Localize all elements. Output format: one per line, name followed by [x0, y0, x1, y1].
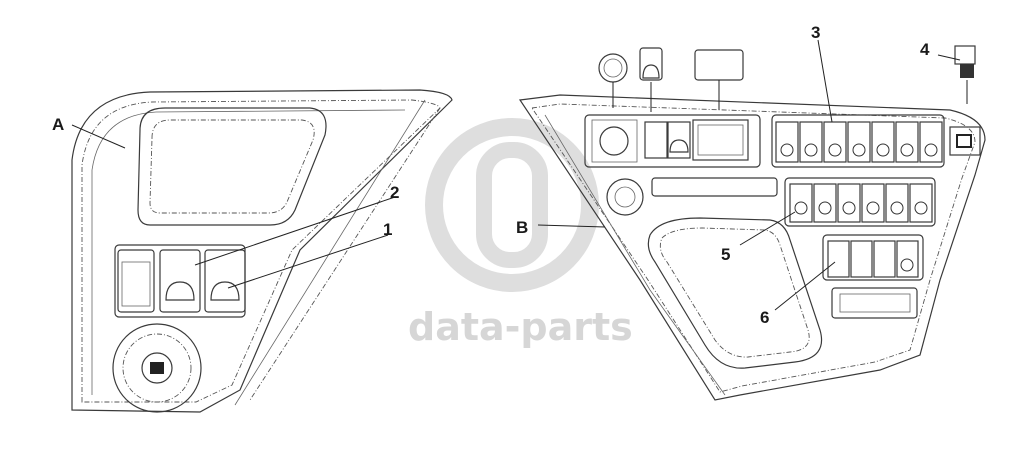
right-dashboard-panel — [518, 45, 986, 401]
callout-1: 1 — [383, 220, 392, 239]
callout-3: 3 — [811, 23, 820, 42]
callout-5: 5 — [721, 245, 730, 264]
watermark: data-parts — [408, 118, 633, 349]
callout-a: A — [52, 115, 64, 134]
callout-b: B — [516, 218, 528, 237]
callout-labels: A B 1 2 3 4 5 6 — [52, 23, 930, 327]
callout-2: 2 — [390, 183, 399, 202]
leader-lines — [71, 39, 961, 311]
callout-4: 4 — [920, 40, 930, 59]
left-side-panel — [71, 89, 453, 413]
callout-6: 6 — [760, 308, 769, 327]
watermark-text: data-parts — [408, 305, 633, 349]
